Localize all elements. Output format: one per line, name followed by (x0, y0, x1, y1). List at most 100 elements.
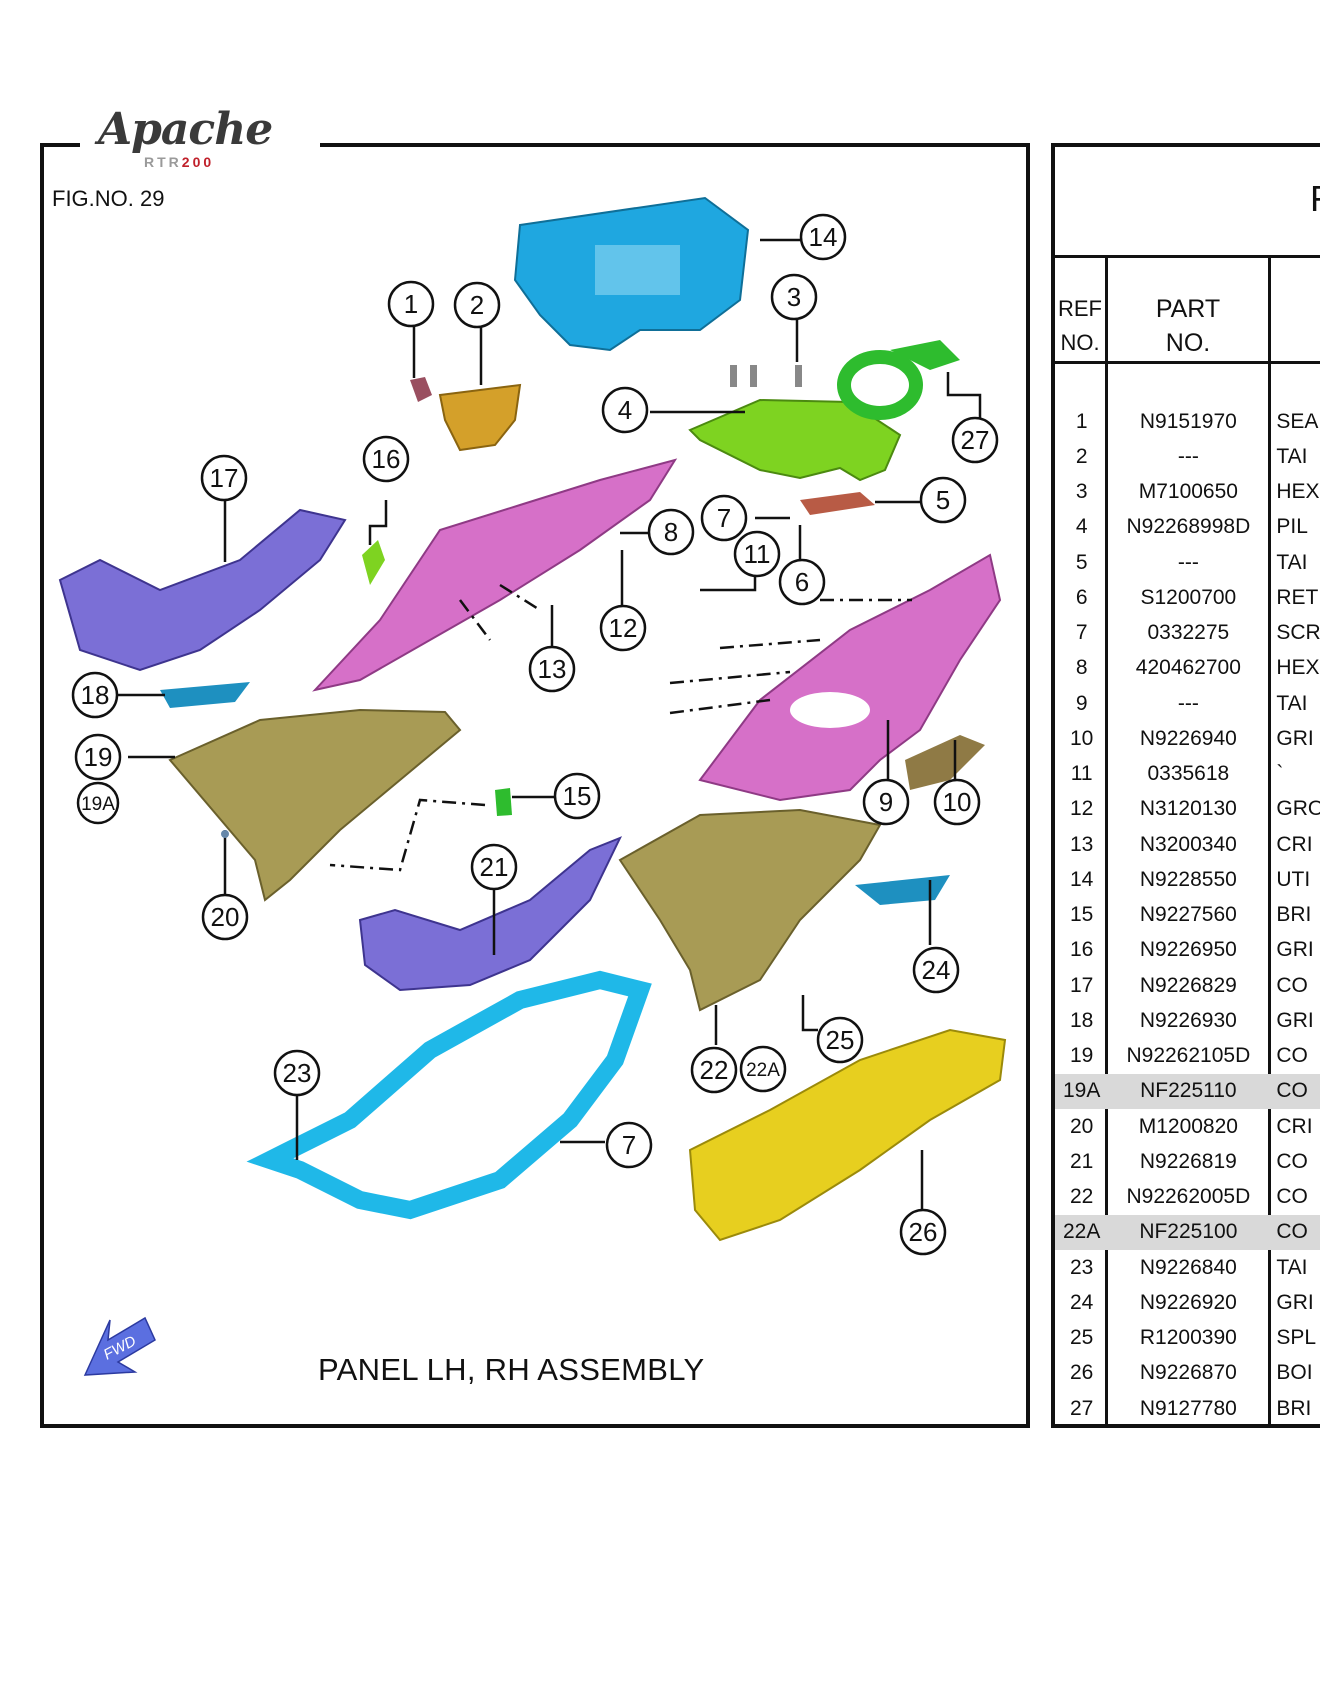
part-no-cell: N92262005D (1126, 1185, 1251, 1209)
description-cell: GRI (1276, 1008, 1314, 1032)
description-cell: RET (1276, 585, 1319, 609)
part-13-tail-cover-lh (312, 458, 678, 692)
part-no-cell: N9226829 (1139, 973, 1237, 997)
description-cell: CRI (1276, 1114, 1313, 1138)
svg-text:11: 11 (744, 539, 771, 569)
column-divider-ref (1105, 257, 1108, 1428)
part-no-cell: N9227560 (1139, 903, 1237, 927)
ref-cell: 25 (1069, 1326, 1094, 1350)
part-no-cell: 0335618 (1147, 762, 1230, 786)
part-no-cell: N9151970 (1139, 409, 1237, 433)
ref-cell: 15 (1069, 903, 1094, 927)
ref-cell: 3 (1075, 480, 1088, 504)
svg-text:5: 5 (936, 485, 950, 515)
description-cell: ` (1276, 762, 1284, 786)
ref-cell: 10 (1069, 726, 1094, 750)
svg-text:24: 24 (922, 955, 951, 985)
ref-cell: 24 (1069, 1290, 1094, 1314)
ref-cell: 27 (1069, 1396, 1094, 1420)
ref-cell: 8 (1075, 656, 1088, 680)
svg-text:6: 6 (795, 567, 809, 597)
ref-cell: 2 (1075, 444, 1088, 468)
header-bottom-rule (1055, 361, 1320, 364)
description-cell: BRI (1276, 903, 1312, 927)
part-27-bracket (837, 340, 982, 420)
svg-text:10: 10 (943, 787, 972, 817)
ref-cell: 26 (1069, 1361, 1094, 1385)
table-row: 3 M7100650 HEX (1055, 475, 1320, 510)
part-no-cell: NF225100 (1139, 1220, 1238, 1244)
ref-cell: 1 (1075, 409, 1088, 433)
part-10-grill (905, 735, 985, 790)
part-no-cell: S1200700 (1140, 585, 1237, 609)
part-no-cell: M7100650 (1138, 480, 1238, 504)
ref-cell: 19A (1062, 1079, 1101, 1103)
ref-cell: 5 (1075, 550, 1088, 574)
part-20-screw (221, 830, 229, 895)
svg-text:22: 22 (700, 1055, 729, 1085)
part-15 (495, 788, 555, 816)
svg-text:19: 19 (84, 742, 113, 772)
callout-labels: 1 2 3 4 5 6 7 7 8 9 10 11 12 13 14 15 16… (81, 222, 990, 1247)
svg-text:26: 26 (909, 1217, 938, 1247)
ref-cell: 16 (1069, 938, 1094, 962)
part-26-fender (688, 1028, 1007, 1242)
part-no-cell: N9226920 (1139, 1290, 1237, 1314)
part-no-cell: M1200820 (1138, 1114, 1238, 1138)
part-5 (800, 492, 922, 515)
svg-text:19A: 19A (81, 794, 115, 815)
description-cell: CO (1276, 973, 1308, 997)
part-25-screw (801, 995, 818, 1032)
description-cell: HEX (1276, 480, 1320, 504)
part-21-side-cover (358, 836, 623, 992)
ref-cell: 4 (1075, 515, 1088, 539)
svg-text:2: 2 (470, 290, 484, 320)
part-no-cell: N9226930 (1139, 1008, 1237, 1032)
table-row: 6 S1200700 RET (1055, 580, 1320, 615)
svg-text:20: 20 (211, 902, 240, 932)
description-cell: SCR (1276, 621, 1320, 645)
description-cell: TAI (1276, 691, 1308, 715)
part-24-grill (855, 875, 950, 945)
svg-text:13: 13 (538, 654, 567, 684)
description-cell: GRI (1276, 726, 1314, 750)
svg-text:22A: 22A (746, 1060, 780, 1081)
table-title: F (1310, 178, 1320, 220)
part-3-bolts (730, 320, 802, 387)
description-cell: UTI (1276, 867, 1311, 891)
svg-text:27: 27 (961, 425, 990, 455)
part-no-cell: R1200390 (1139, 1326, 1237, 1350)
part-no-cell: N3120130 (1139, 797, 1237, 821)
ref-cell: 19 (1069, 1044, 1094, 1068)
ref-cell: 6 (1075, 585, 1088, 609)
part-no-cell: --- (1177, 550, 1199, 574)
svg-text:7: 7 (622, 1130, 636, 1160)
part-22-panel (618, 808, 882, 1045)
callout-circles (71, 213, 999, 1256)
svg-text:25: 25 (826, 1025, 855, 1055)
description-cell: TAI (1276, 1255, 1308, 1279)
part-4-pillion-bracket (650, 398, 902, 482)
part-no-cell: --- (1177, 691, 1199, 715)
svg-text:7: 7 (717, 503, 731, 533)
part-18-grill (115, 682, 250, 708)
part-1 (410, 325, 432, 402)
ref-cell: 14 (1069, 867, 1094, 891)
